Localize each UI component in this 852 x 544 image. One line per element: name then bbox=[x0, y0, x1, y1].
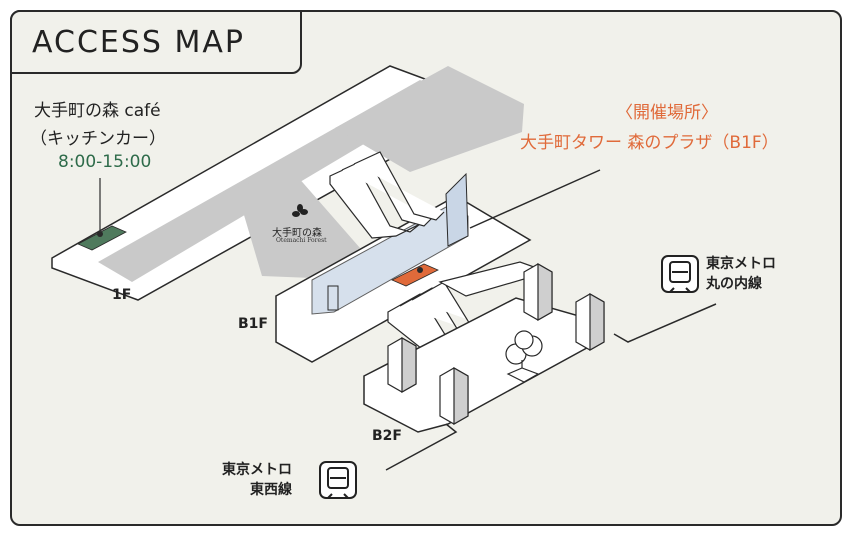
floor-label-1f: 1F bbox=[112, 287, 132, 303]
marunouchi-operator: 東京メトロ bbox=[706, 256, 776, 272]
door bbox=[327, 285, 339, 311]
marunouchi-line-label: 東京メトロ 丸の内線 bbox=[706, 254, 776, 294]
leaf-icon bbox=[292, 204, 308, 217]
corridor-tozai bbox=[385, 423, 458, 471]
page-title: ACCESS MAP bbox=[32, 24, 245, 60]
floor-label-b2f: B2F bbox=[372, 428, 402, 444]
corridor-marunouchi bbox=[469, 169, 601, 229]
floor-1f-entrance bbox=[236, 168, 360, 278]
pillars bbox=[387, 262, 605, 426]
floor-1f-garden-block bbox=[335, 66, 524, 172]
title-box: ACCESS MAP bbox=[10, 10, 302, 74]
cafe-subtitle: （キッチンカー） bbox=[30, 129, 166, 149]
train-icon-tozai bbox=[319, 461, 357, 499]
tozai-line-label: 東京メトロ 東西線 bbox=[222, 460, 292, 500]
tozai-operator: 東京メトロ bbox=[222, 462, 292, 478]
tozai-line: 東西線 bbox=[250, 482, 292, 498]
venue-marker bbox=[391, 263, 439, 287]
floor-label-b1f: B1F bbox=[238, 316, 268, 332]
brand-name: 大手町の森 bbox=[272, 228, 322, 239]
glass-tower bbox=[445, 172, 469, 247]
tree-icon bbox=[505, 330, 543, 383]
marunouchi-line: 丸の内線 bbox=[706, 276, 762, 292]
cafe-name: 大手町の森 café bbox=[34, 101, 161, 121]
brand-sub: Otemachi Forest bbox=[276, 237, 327, 244]
venue-marker-dot bbox=[417, 267, 423, 273]
escalator-upper bbox=[329, 151, 445, 239]
venue-name: 大手町タワー 森のプラザ（B1F） bbox=[520, 133, 779, 153]
cafe-hours: 8:00-15:00 bbox=[58, 152, 152, 172]
venue-label: 〈開催場所〉 bbox=[616, 103, 718, 123]
cafe-leader-dot bbox=[97, 231, 103, 237]
corridor-marunouchi-lower bbox=[613, 303, 717, 343]
train-icon-marunouchi bbox=[661, 255, 699, 293]
